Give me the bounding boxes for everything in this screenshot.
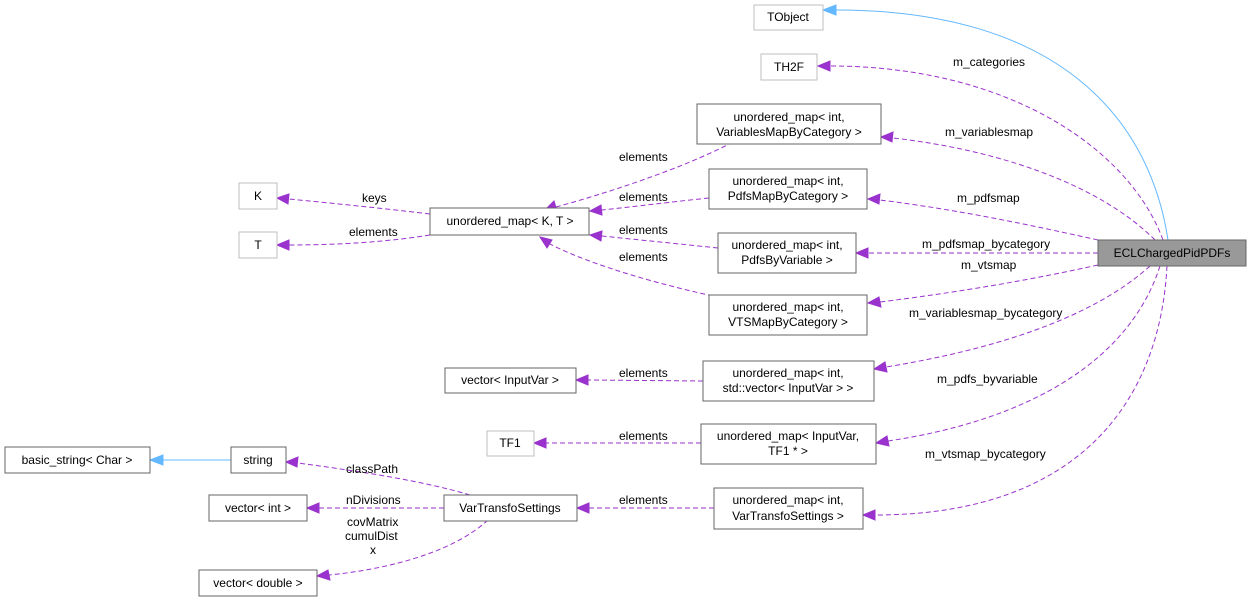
- svg-text:TF1 * >: TF1 * >: [768, 444, 808, 458]
- edge-m-variablesmap: [879, 131, 1156, 241]
- label-classpath: classPath: [346, 462, 398, 476]
- edge-m-pdfsmap: [866, 193, 1099, 241]
- svg-text:VarTransfoSettings >: VarTransfoSettings >: [732, 509, 844, 523]
- svg-text:PdfsMapByCategory >: PdfsMapByCategory >: [728, 189, 848, 203]
- svg-text:unordered_map< int,: unordered_map< int,: [732, 300, 843, 314]
- edge-elements-vts-cat: [538, 236, 714, 297]
- svg-text:unordered_map< int,: unordered_map< int,: [732, 174, 843, 188]
- edge-inherit-basic-string: [148, 454, 231, 466]
- node-unordered-map-k-t[interactable]: unordered_map< K, T >: [429, 207, 590, 236]
- node-k[interactable]: K: [238, 182, 278, 210]
- svg-text:PdfsByVariable >: PdfsByVariable >: [741, 253, 833, 267]
- node-unordered-map-variables-by-category[interactable]: unordered_map< int, VariablesMapByCatego…: [696, 103, 882, 145]
- node-basic-string[interactable]: basic_string< Char >: [4, 446, 151, 474]
- node-unordered-map-pdfs-by-category[interactable]: unordered_map< int, PdfsMapByCategory >: [708, 168, 868, 210]
- label-elements-1: elements: [619, 150, 668, 164]
- svg-text:ECLChargedPidPDFs: ECLChargedPidPDFs: [1114, 246, 1231, 260]
- edge-m-vtsmap: [866, 264, 1099, 308]
- label-m-vtsmap-bycategory: m_vtsmap_bycategory: [925, 447, 1046, 461]
- label-elements-tf1: elements: [619, 429, 668, 443]
- svg-text:std::vector< InputVar > >: std::vector< InputVar > >: [723, 381, 854, 395]
- label-x: x: [370, 543, 376, 557]
- edge-elements-pdfs-cat: [588, 197, 710, 216]
- svg-text:unordered_map< int,: unordered_map< int,: [732, 366, 843, 380]
- label-m-variablesmap: m_variablesmap: [945, 125, 1033, 139]
- edge-classpath: [284, 456, 471, 496]
- label-m-pdfs-byvariable: m_pdfs_byvariable: [937, 372, 1038, 386]
- node-unordered-map-var-transfo[interactable]: unordered_map< int, VarTransfoSettings >: [713, 487, 864, 530]
- edge-keys: [275, 193, 431, 215]
- node-t[interactable]: T: [238, 231, 278, 259]
- edge-elements-tf1: [532, 437, 701, 449]
- label-ndivisions: nDivisions: [346, 493, 401, 507]
- label-m-vtsmap: m_vtsmap: [961, 258, 1017, 272]
- edge-elements-vts: [575, 502, 714, 514]
- node-string[interactable]: string: [230, 446, 287, 474]
- label-elements-t: elements: [349, 225, 398, 239]
- svg-text:unordered_map< InputVar,: unordered_map< InputVar,: [717, 429, 859, 443]
- svg-text:VariablesMapByCategory >: VariablesMapByCategory >: [716, 125, 862, 139]
- edge-covmatrix: [315, 519, 489, 581]
- node-eclchargedpidpdfs[interactable]: ECLChargedPidPDFs: [1097, 239, 1247, 267]
- svg-text:VTSMapByCategory >: VTSMapByCategory >: [728, 315, 848, 329]
- svg-text:TH2F: TH2F: [774, 60, 804, 74]
- label-elements-2: elements: [619, 190, 668, 204]
- svg-text:TObject: TObject: [767, 10, 809, 24]
- node-tf1[interactable]: TF1: [486, 430, 535, 457]
- label-elements-3: elements: [619, 223, 668, 237]
- label-cumuldist: cumulDist: [345, 529, 398, 543]
- svg-text:string: string: [243, 453, 272, 467]
- svg-text:TF1: TF1: [499, 436, 521, 450]
- label-m-variablesmap-bycategory: m_variablesmap_bycategory: [909, 306, 1062, 320]
- svg-text:unordered_map< int,: unordered_map< int,: [733, 110, 844, 124]
- svg-text:T: T: [254, 238, 262, 252]
- node-unordered-map-inputvar-tf1[interactable]: unordered_map< InputVar, TF1 * >: [700, 423, 877, 465]
- edge-m-vtsmap-bycategory: [861, 265, 1168, 521]
- svg-text:basic_string< Char >: basic_string< Char >: [22, 453, 133, 467]
- svg-text:unordered_map< int,: unordered_map< int,: [732, 493, 843, 507]
- svg-text:VarTransfoSettings: VarTransfoSettings: [459, 501, 560, 515]
- node-unordered-map-vts-by-category[interactable]: unordered_map< int, VTSMapByCategory >: [708, 294, 868, 336]
- node-vector-double[interactable]: vector< double >: [198, 569, 318, 597]
- edge-inherit-tobject: [821, 4, 1169, 241]
- edge-elements-inputvar: [574, 374, 704, 386]
- edge-m-variablesmap-bycategory: [872, 265, 1151, 373]
- label-keys: keys: [362, 191, 387, 205]
- svg-text:vector< InputVar >: vector< InputVar >: [461, 373, 559, 387]
- node-var-transfo-settings[interactable]: VarTransfoSettings: [443, 494, 578, 522]
- node-vector-int[interactable]: vector< int >: [208, 494, 308, 522]
- node-unordered-map-pdfs-by-variable[interactable]: unordered_map< int, PdfsByVariable >: [717, 232, 857, 274]
- label-elements-vts: elements: [619, 493, 668, 507]
- edge-m-pdfs-byvariable: [874, 265, 1161, 447]
- svg-text:unordered_map< int,: unordered_map< int,: [731, 238, 842, 252]
- edge-elements-t: [275, 234, 431, 251]
- node-th2f[interactable]: TH2F: [760, 53, 818, 81]
- node-vector-inputvar[interactable]: vector< InputVar >: [444, 367, 577, 394]
- label-m-pdfsmap-bycategory: m_pdfsmap_bycategory: [922, 237, 1050, 251]
- label-elements-inputvar: elements: [619, 366, 668, 380]
- edge-elements-pdfs-var: [588, 230, 719, 249]
- svg-text:K: K: [254, 189, 262, 203]
- edge-ndivisions: [305, 502, 444, 514]
- svg-text:unordered_map< K, T >: unordered_map< K, T >: [447, 214, 574, 228]
- edge-m-categories: [816, 60, 1164, 241]
- svg-text:vector< double >: vector< double >: [213, 576, 302, 590]
- svg-text:vector< int >: vector< int >: [225, 501, 291, 515]
- label-covmatrix: covMatrix: [347, 515, 398, 529]
- node-tobject[interactable]: TObject: [753, 4, 824, 31]
- edge-m-pdfsmap-bycategory: [854, 247, 1098, 259]
- label-elements-4: elements: [619, 250, 668, 264]
- node-unordered-map-std-vector[interactable]: unordered_map< int, std::vector< InputVa…: [702, 360, 875, 402]
- label-m-pdfsmap: m_pdfsmap: [957, 191, 1020, 205]
- label-m-categories: m_categories: [953, 55, 1025, 69]
